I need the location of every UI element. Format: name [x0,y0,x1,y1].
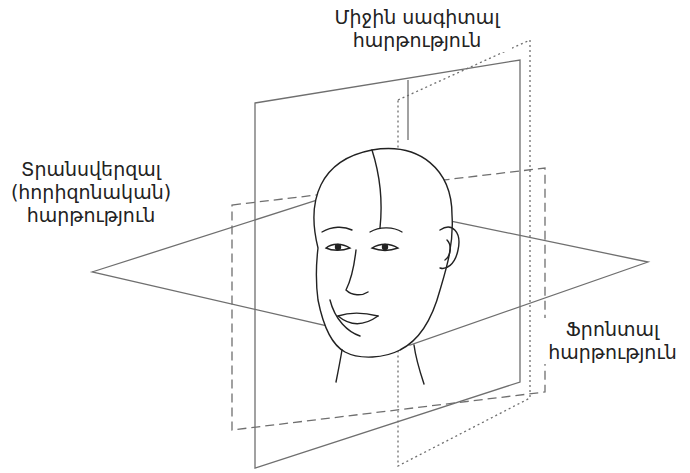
head-drawing [314,149,459,384]
sagittal-plane [255,60,520,468]
transverse-plane-label: Տրանսվերզալ (հորիզոնական) հարթություն [4,158,178,228]
sagittal-plane-label: Միջին սագիտալ հարթություն [322,6,512,52]
plane-intersection [407,80,408,140]
frontal-plane-label: Ֆրոնտալ հարթություն [539,318,686,364]
